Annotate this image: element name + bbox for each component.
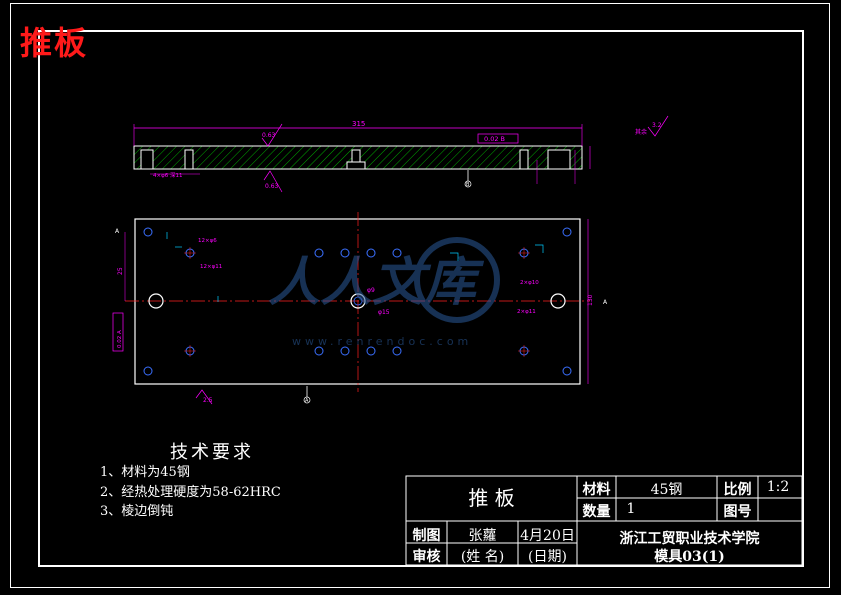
surface-finish-top: 0.63 xyxy=(262,132,276,139)
quantity-value: 1 xyxy=(626,501,636,517)
scale-value: 1:2 xyxy=(766,479,790,495)
tech-item-1: 1、材料为45钢 xyxy=(100,465,190,480)
tech-requirements-title: 技术要求 xyxy=(170,442,254,463)
right-note-1: 2×φ10 xyxy=(520,280,539,286)
part-name: 推 板 xyxy=(468,486,515,510)
school-name: 浙江工贸职业技术学院 xyxy=(619,531,760,547)
drawn-date: 4月20日 xyxy=(520,528,575,544)
corner-title: 推板 xyxy=(20,24,89,62)
checked-label: 审核 xyxy=(412,549,441,565)
outer-border xyxy=(10,3,830,588)
tech-item-3: 3、棱边倒钝 xyxy=(100,504,174,519)
section-label-a: A xyxy=(305,398,309,404)
flatness-left: 0.02 A xyxy=(117,330,123,348)
section-view: 315 0.02 B 0.63 0.63 4×φ6 深11 B 3.2 其余 xyxy=(133,115,669,193)
section-slot xyxy=(346,161,366,170)
surface-finish-bottom: 0.63 xyxy=(265,183,279,190)
drawn-name: 张蘿 xyxy=(468,528,497,544)
quantity-label: 数量 xyxy=(582,504,611,520)
checked-name: (姓 名) xyxy=(460,549,505,565)
right-height-dim: 130 xyxy=(587,294,594,306)
section-slot xyxy=(547,149,571,170)
plate-outline xyxy=(134,218,581,385)
center-hole xyxy=(350,293,366,309)
corner-holes xyxy=(143,227,572,376)
material-value: 45钢 xyxy=(650,482,683,498)
watermark-text: 人人文库 xyxy=(268,253,485,313)
bolt-note-1: 12×φ6 xyxy=(198,238,217,244)
drawing-no-label: 图号 xyxy=(723,504,752,520)
bolt-note-2: 12×φ11 xyxy=(200,264,222,270)
project-code: 模具03(1) xyxy=(654,549,725,565)
material-label: 材料 xyxy=(582,482,611,498)
general-roughness: 3.2 xyxy=(652,122,662,129)
tech-item-2: 2、经热处理硬度为58-62HRC xyxy=(100,485,281,500)
right-guide-hole xyxy=(550,293,566,309)
title-block xyxy=(405,475,803,566)
left-vertical-dim: 25 xyxy=(117,267,124,275)
ref-a-right: A xyxy=(603,299,608,306)
center-hole-note: φ9 xyxy=(367,287,375,294)
checked-date: (日期) xyxy=(528,549,567,565)
bottom-finish: 2.5 xyxy=(203,397,213,404)
section-slot xyxy=(519,149,529,170)
drawing-frame xyxy=(38,30,804,567)
plan-view: 12×φ6 12×φ11 φ9 φ15 2×φ10 2×φ11 130 25 0… xyxy=(112,212,608,405)
overall-length-dim: 315 xyxy=(352,120,365,128)
right-note-2: 2×φ11 xyxy=(517,309,536,315)
watermark-url: www.renrendoc.com xyxy=(292,335,472,348)
section-slot xyxy=(140,149,154,170)
drawn-label: 制图 xyxy=(412,528,441,544)
scale-label: 比例 xyxy=(723,482,752,498)
flatness-box: 0.02 B xyxy=(484,135,505,143)
ref-a-left: A xyxy=(115,228,120,235)
section-slot xyxy=(184,149,194,170)
left-guide-hole xyxy=(148,293,164,309)
center-sub-note: φ15 xyxy=(378,309,390,316)
watermark: 人人文库 www.renrendoc.com xyxy=(268,237,500,348)
section-label-b: B xyxy=(466,182,470,188)
svg-text:其余: 其余 xyxy=(635,128,647,136)
hole-note-left: 4×φ6 深11 xyxy=(153,171,182,179)
